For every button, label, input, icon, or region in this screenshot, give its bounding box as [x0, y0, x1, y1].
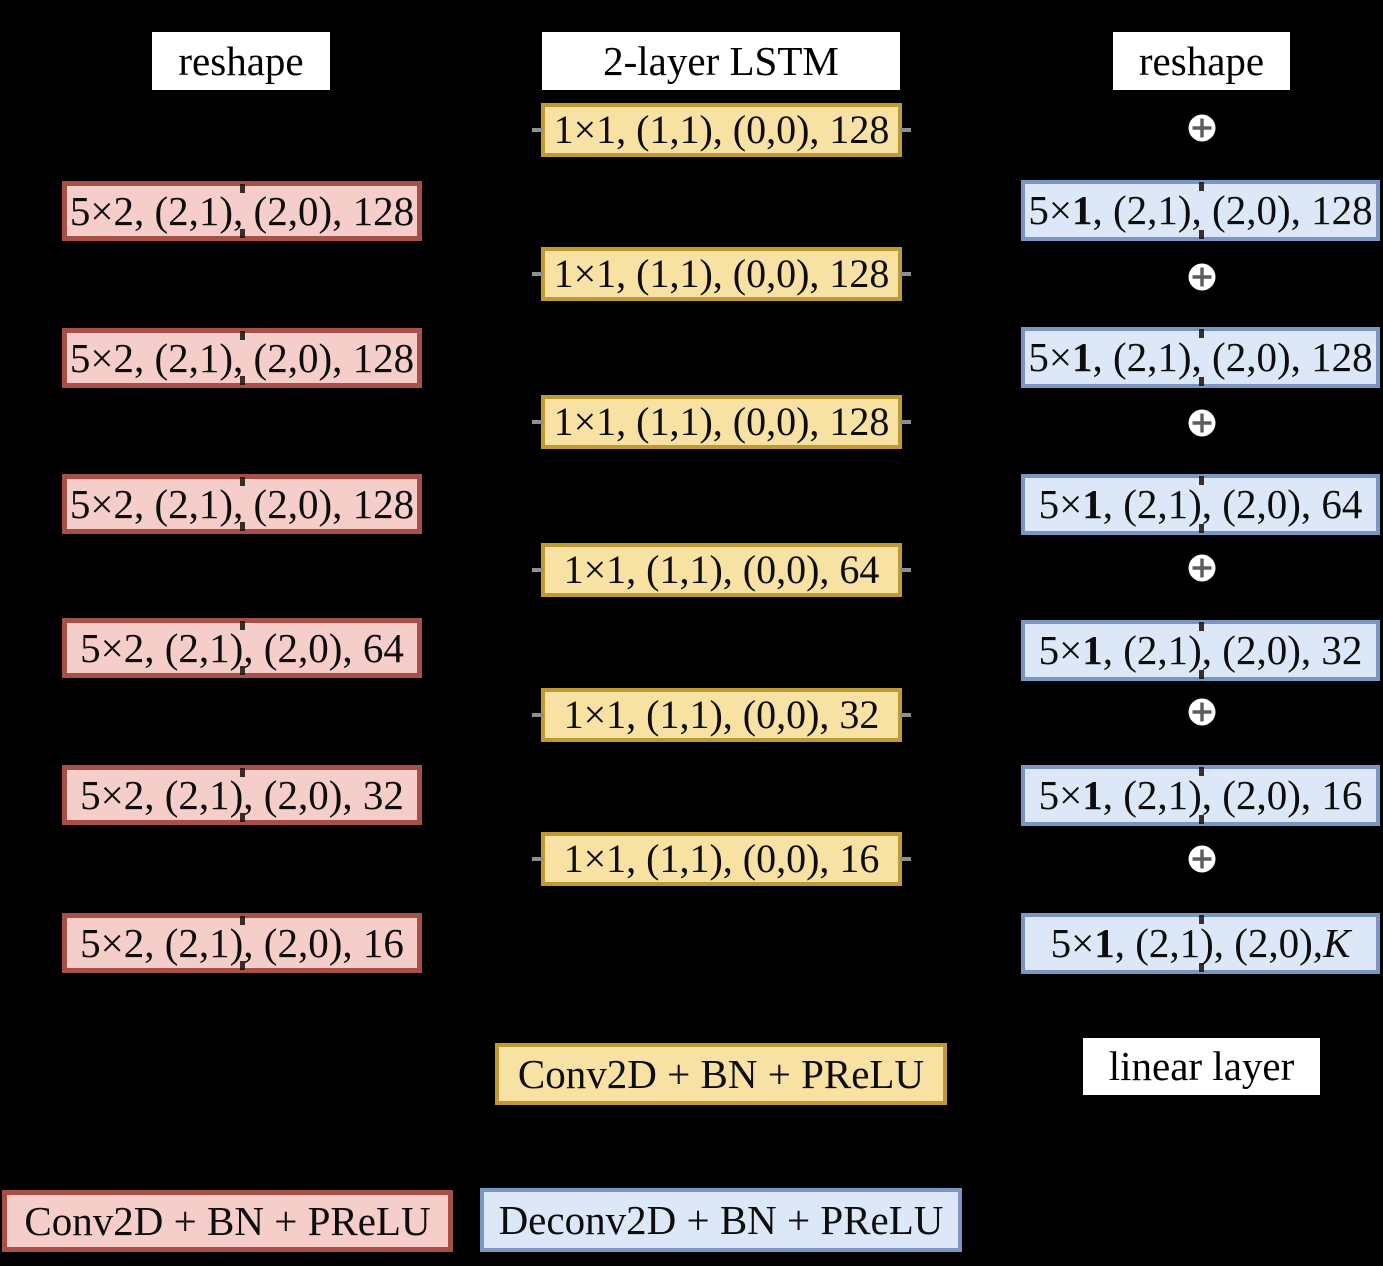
arrow-tick: [532, 713, 543, 717]
arrow-tick: [1198, 767, 1204, 776]
arrow-tick: [240, 666, 245, 675]
arrow-tick: [532, 568, 543, 572]
deconv-box-6: 5×1, (2,1), (2,0), K: [1021, 913, 1380, 974]
arrow-tick: [900, 128, 911, 132]
legend-conv-box: Conv2D + BN + PReLU: [2, 1190, 453, 1252]
deconv-box-4: 5×1, (2,1), (2,0), 32: [1021, 620, 1380, 681]
circled-plus-icon: [1188, 845, 1216, 873]
linear-layer-box: linear layer: [1083, 1038, 1320, 1095]
arrow-tick: [240, 477, 245, 486]
deconv-box-2: 5×1, (2,1), (2,0), 128: [1021, 327, 1380, 388]
arrow-tick: [240, 522, 245, 531]
arrow-tick: [1198, 915, 1204, 924]
circled-plus-icon: [1188, 554, 1216, 582]
encoder-conv-box-2: 5×2, (2,1), (2,0), 128: [62, 328, 422, 388]
arrow-tick: [240, 916, 245, 925]
pointwise-conv-box-5: 1×1, (1,1), (0,0), 32: [532, 688, 911, 742]
pointwise-conv-box-6: 1×1, (1,1), (0,0), 16: [532, 832, 911, 886]
arrow-tick: [532, 272, 543, 276]
arrow-tick: [532, 420, 543, 424]
encoder-conv-box-6: 5×2, (2,1), (2,0), 16: [62, 913, 422, 973]
arrow-tick: [1198, 622, 1204, 631]
arrow-tick: [240, 768, 245, 777]
arrow-tick: [1198, 963, 1204, 972]
arrow-tick: [1198, 182, 1204, 191]
arrow-tick: [1198, 329, 1204, 338]
decoder-reshape-header: reshape: [1113, 32, 1290, 90]
arrow-tick: [1198, 476, 1204, 485]
deconv-box-5: 5×1, (2,1), (2,0), 16: [1021, 765, 1380, 826]
arrow-tick: [532, 128, 543, 132]
encoder-conv-box-5: 5×2, (2,1), (2,0), 32: [62, 765, 422, 825]
legend-deconv-box: Deconv2D + BN + PReLU: [480, 1188, 962, 1252]
deconv-box-3: 5×1, (2,1), (2,0), 64: [1021, 474, 1380, 535]
arrow-tick: [1198, 377, 1204, 386]
arrow-tick: [900, 568, 911, 572]
arrow-tick: [900, 713, 911, 717]
arrow-tick: [1198, 815, 1204, 824]
arrow-tick: [900, 857, 911, 861]
encoder-conv-box-1: 5×2, (2,1), (2,0), 128: [62, 181, 422, 241]
pointwise-conv-box-2: 1×1, (1,1), (0,0), 128: [532, 247, 911, 301]
arrow-tick: [240, 961, 245, 970]
deconv-box-1: 5×1, (2,1), (2,0), 128: [1021, 180, 1380, 241]
arrow-tick: [1198, 524, 1204, 533]
arrow-tick: [240, 813, 245, 822]
arrow-tick: [532, 857, 543, 861]
circled-plus-icon: [1188, 409, 1216, 437]
arrow-tick: [240, 331, 245, 340]
encoder-conv-box-3: 5×2, (2,1), (2,0), 128: [62, 474, 422, 534]
circled-plus-icon: [1188, 114, 1216, 142]
arrow-tick: [240, 376, 245, 385]
arrow-tick: [900, 420, 911, 424]
pointwise-conv-box-1: 1×1, (1,1), (0,0), 128: [532, 103, 911, 157]
legend-pointwise-conv-box: Conv2D + BN + PReLU: [495, 1043, 947, 1105]
encoder-reshape-header: reshape: [152, 32, 330, 90]
lstm-header: 2-layer LSTM: [542, 32, 900, 90]
arrow-tick: [1198, 230, 1204, 239]
circled-plus-icon: [1188, 698, 1216, 726]
arrow-tick: [240, 621, 245, 630]
pointwise-conv-box-4: 1×1, (1,1), (0,0), 64: [532, 543, 911, 597]
arrow-tick: [900, 272, 911, 276]
encoder-conv-box-4: 5×2, (2,1), (2,0), 64: [62, 618, 422, 678]
arrow-tick: [240, 184, 245, 193]
pointwise-conv-box-3: 1×1, (1,1), (0,0), 128: [532, 395, 911, 449]
arrow-tick: [240, 229, 245, 238]
circled-plus-icon: [1188, 263, 1216, 291]
arrow-tick: [1198, 670, 1204, 679]
